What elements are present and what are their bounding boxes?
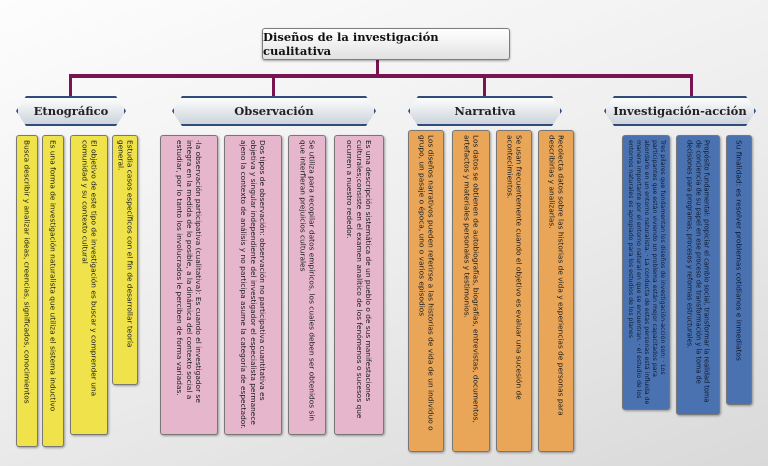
card-investigacion-accion-3-text: Su finalidad: es resolver problemas coti… [734,140,744,361]
card-narrativa-1-text: Los diseños narrativos pueden referirse … [417,135,436,431]
branch-stem-investigacion-accion [690,74,693,96]
card-investigacion-accion-2: Propósito fundamental: propiciar el camb… [676,135,720,415]
branch-stem-observacion [272,74,275,96]
branch-stem-narrativa [483,74,486,96]
branch-stem-etnografico [69,74,72,96]
card-narrativa-3-text: Se usan frecuentemente cuando el objetiv… [505,135,524,400]
header-etnografico: Etnográfico [16,96,126,126]
card-etnografico-4: Estudia casos específicos con el fin de … [112,135,138,385]
branch-connector-bar [69,74,693,78]
card-investigacion-accion-2-text: Propósito fundamental: propiciar el camb… [685,140,711,403]
card-observacion-2-text: Dos tipos de observación: observación no… [239,140,268,430]
card-etnografico-2: Es una forma de investigación naturalist… [42,135,64,447]
card-observacion-4: Es una descripción sistemática de un pue… [334,135,384,435]
card-narrativa-4: Recolecta datos sobre las historias de v… [538,130,574,452]
title-connector-stem [376,58,379,76]
card-narrativa-2-text: Los datos se obtienen de autobiografías,… [462,135,481,423]
card-investigacion-accion-3: Su finalidad: es resolver problemas coti… [726,135,752,405]
card-observacion-1-text: -la observación participativa (cualitati… [175,140,204,403]
card-narrativa-2: Los datos se obtienen de autobiografías,… [452,130,490,452]
card-etnografico-2-text: Es una forma de investigación naturalist… [48,140,58,412]
card-observacion-3-text: Se utiliza para recopilar datos empírico… [298,140,317,422]
card-observacion-3: Se utiliza para recopilar datos empírico… [288,135,326,435]
card-investigacion-accion-1: Tres pilares que fundamentan los diseños… [622,135,670,410]
card-etnografico-3: El objetivo de este tipo de investigació… [70,135,108,435]
card-etnografico-3-text: El objetivo de este tipo de investigació… [80,140,99,397]
card-narrativa-3: Se usan frecuentemente cuando el objetiv… [496,130,532,452]
card-narrativa-4-text: Recolecta datos sobre las historias de v… [547,135,566,416]
card-observacion-1: -la observación participativa (cualitati… [160,135,218,435]
card-observacion-4-text: Es una descripción sistemática de un pue… [345,140,374,419]
card-etnografico-1: Busca describir y analizar ideas, creenc… [16,135,38,447]
card-investigacion-accion-1-text: Tres pilares que fundamentan los diseños… [627,139,666,404]
diagram-title: Diseños de la investigación cualitativa [262,28,510,60]
header-investigacion-accion: Investigación-acción [604,96,756,126]
card-etnografico-4-text: Estudia casos específicos con el fin de … [116,140,135,348]
card-narrativa-1: Los diseños narrativos pueden referirse … [408,130,444,452]
card-observacion-2: Dos tipos de observación: observación no… [224,135,282,435]
header-observacion: Observación [172,96,376,126]
header-narrativa: Narrativa [408,96,562,126]
card-etnografico-1-text: Busca describir y analizar ideas, creenc… [22,140,32,404]
